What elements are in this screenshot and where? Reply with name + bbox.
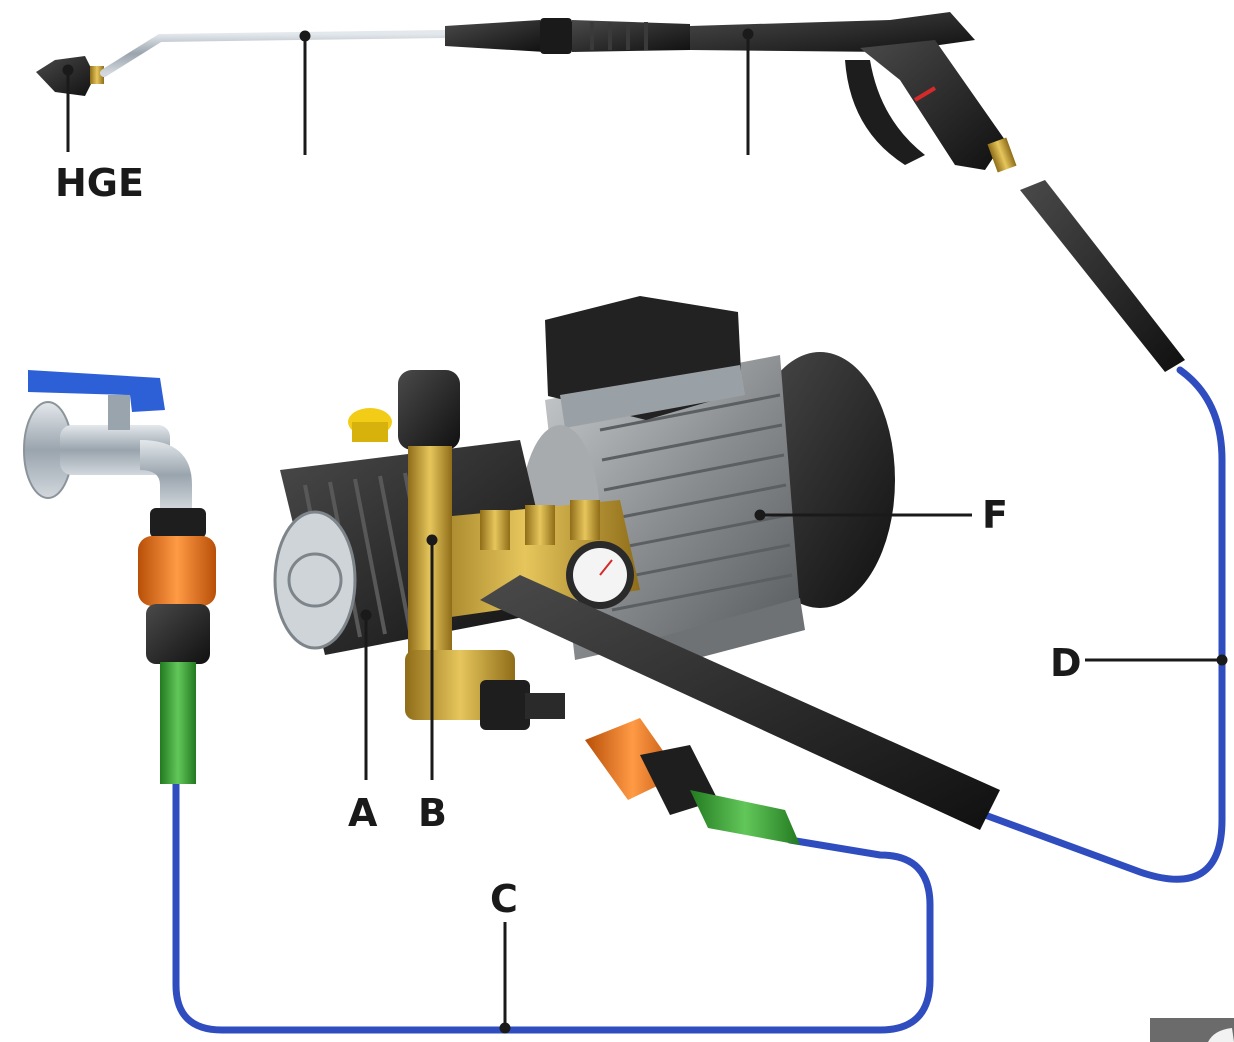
callout-b: B — [418, 791, 447, 835]
gun-handle — [860, 40, 1005, 170]
lance-coupler — [540, 18, 572, 54]
tap-coupling-bottom — [146, 604, 210, 664]
lance-grip — [445, 20, 545, 52]
callout-c: C — [490, 877, 518, 921]
spray-gun — [690, 12, 1185, 372]
callout-hge: HGE — [55, 161, 144, 205]
electric-motor — [520, 296, 895, 668]
pump-crank-cover — [273, 510, 357, 650]
gun-trigger — [845, 60, 925, 165]
trigger-safety — [913, 86, 937, 102]
hose-end-coupling — [585, 718, 800, 845]
lance-tube — [100, 30, 449, 77]
motor-terminal-base — [560, 365, 745, 428]
inlet-hose-c — [172, 778, 934, 1034]
inlet-green-tube — [160, 662, 196, 784]
tap-coupling-orange — [138, 536, 216, 606]
tap-spout — [140, 440, 192, 510]
nozzle-brass-fitting — [90, 66, 104, 84]
coupling-green-tube — [690, 790, 800, 845]
gun-brass-fitting — [987, 137, 1017, 173]
pump-head — [273, 370, 1000, 830]
high-pressure-hose-d — [981, 366, 1226, 883]
nozzle — [36, 56, 95, 96]
pressure-regulator-knob — [398, 370, 460, 450]
motor-cooling-fins — [599, 393, 793, 612]
water-tap — [23, 370, 216, 784]
gun-barrel — [690, 12, 975, 52]
tap-stem — [108, 395, 130, 430]
callout-a: A — [348, 791, 378, 835]
lance-extension — [572, 20, 690, 52]
hose-sleeve — [1020, 180, 1185, 372]
spray-lance — [36, 18, 690, 96]
callout-f: F — [982, 493, 1008, 537]
callout-d: D — [1050, 641, 1082, 685]
outlet-sleeve — [480, 575, 1000, 830]
callout-leaders — [62, 28, 1228, 1034]
tap-handle — [28, 370, 165, 412]
tap-coupling-top — [150, 508, 206, 538]
motor-foot — [650, 598, 805, 668]
